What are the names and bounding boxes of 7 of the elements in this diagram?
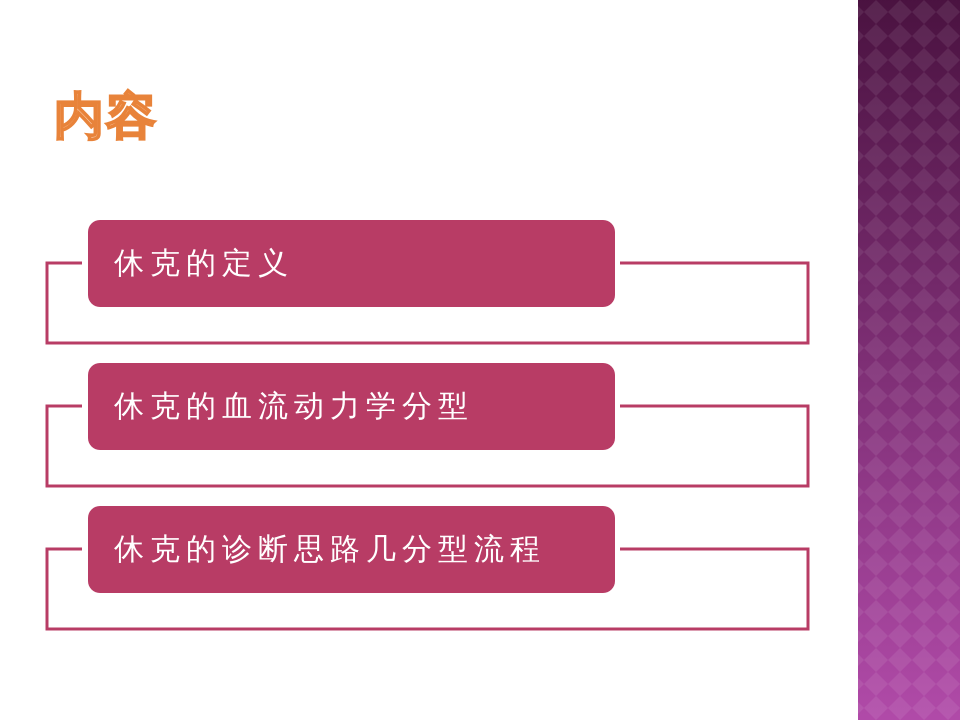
topic-label: 休克的诊断思路几分型流程: [114, 531, 546, 569]
topic-box: [88, 220, 615, 307]
topic-label: 休克的血流动力学分型: [114, 388, 474, 426]
topic-box: [88, 363, 615, 450]
slide-title: 内容: [54, 86, 158, 146]
topic-label: 休克的定义: [114, 245, 294, 283]
topic-box: [88, 506, 615, 593]
